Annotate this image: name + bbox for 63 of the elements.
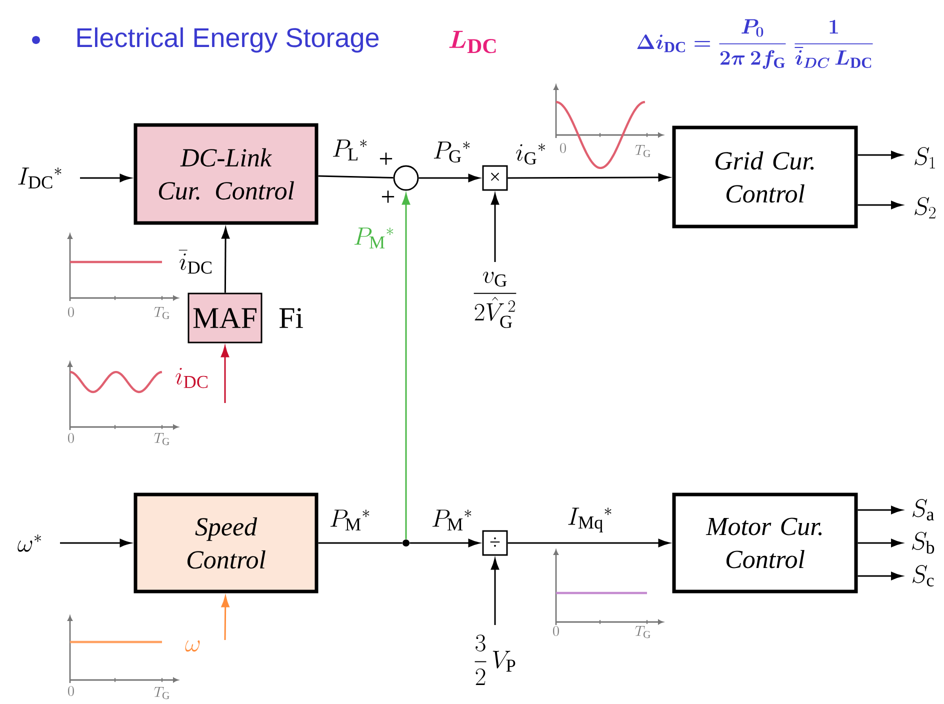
sign-label: +: [380, 152, 392, 165]
signal-label: $P_{\mathrm{L}}{}^{*}$: [332, 140, 367, 160]
arrow: [858, 572, 902, 580]
arrow: [410, 538, 480, 548]
signal-label: $I_{\mathrm{DC}}{}^{*}$: [18, 168, 62, 188]
arrow: [60, 538, 131, 548]
arrow: [508, 538, 670, 548]
control-block: Grid Cur. Control: [672, 126, 858, 228]
axis-tick-label: $T_{\mathrm{G}}$: [154, 307, 170, 320]
arrow: [858, 150, 902, 160]
arrow: [508, 173, 670, 182]
summing-junction: [393, 165, 419, 191]
title-symbol: $L_{\mathrm{DC}}$: [449, 30, 496, 54]
operator-block: ÷: [482, 530, 508, 556]
sign-label: +: [382, 190, 394, 203]
signal-label: $S_{\mathrm{c}}$: [912, 565, 934, 586]
block-annotation: Fi: [279, 308, 303, 328]
arrow: [858, 538, 902, 548]
signal-label: $\dfrac{v_{\mathrm{G}}}{2\hat{V}_{\mathrm{G}}^{\,2}}$: [474, 272, 516, 328]
signal-label: $i_{\mathrm{DC}}$: [176, 368, 208, 388]
control-block: Speed Control: [134, 492, 318, 594]
axis-tick-label: $T_{\mathrm{G}}$: [154, 687, 170, 700]
signal-label: $P_{\mathrm{M}}{}^{*}$: [354, 228, 394, 248]
axis-tick-label: $0$: [68, 307, 74, 317]
arrow: [858, 506, 902, 514]
signal-label: $S_1$: [914, 147, 935, 168]
title: Electrical Energy Storage: [77, 27, 379, 53]
filter-block: MAF: [188, 292, 262, 344]
signal-label: $i_{\mathrm{G}}{}^{*}$: [516, 144, 545, 164]
connector-line: [318, 542, 402, 544]
arrow: [418, 174, 480, 182]
control-block: DC-Link Cur. Control: [134, 123, 318, 225]
control-block: Motor Cur. Control: [672, 492, 858, 594]
axis-tick-label: $T_{\mathrm{G}}$: [154, 433, 170, 446]
operator-block: ×: [482, 165, 508, 191]
axis-tick-label: $0$: [553, 626, 559, 636]
axis-tick-label: $0$: [68, 686, 74, 696]
arrow: [80, 174, 131, 182]
connector-line: [318, 175, 394, 178]
signal-label: $P_{\mathrm{M}}{}^{*}$: [432, 510, 472, 530]
arrow: [221, 596, 230, 640]
signal-label: $\omega^{*}$: [18, 534, 41, 552]
formula: $\Delta i_{\mathrm{DC}}= \frac{P_0}{2\pi\, 2f_{\mathrm{G}}}\;\frac{1}{\bar{i}_{DC}\, L_{\mathrm{DC}}}$: [637, 19, 873, 69]
signal-label: $\dfrac{3}{2}\,V_{\mathrm{P}}$: [474, 634, 516, 685]
arrow: [858, 200, 902, 210]
signal-label: $S_{\mathrm{b}}$: [912, 532, 934, 554]
axis-tick-label: $T_{\mathrm{G}}$: [635, 626, 650, 638]
arrow: [402, 194, 410, 540]
axis-tick-label: $T_{\mathrm{G}}$: [635, 145, 650, 158]
signal-label: $\bar{i}_{\mathrm{DC}}$: [178, 250, 212, 274]
axis-tick-label: $0$: [560, 143, 566, 153]
arrow: [220, 346, 230, 403]
junction-dot: [402, 540, 410, 546]
signal-label: $P_{\mathrm{M}}{}^{*}$: [330, 510, 370, 530]
signal-label: $P_{\mathrm{G}}{}^{*}$: [434, 142, 470, 162]
arrow: [222, 228, 230, 293]
signal-label: $I_{\mathrm{Mq}}{}^{*}$: [568, 508, 612, 532]
signal-label: $\omega$: [185, 640, 200, 652]
signal-label: $S_2$: [914, 197, 936, 218]
arrow: [490, 558, 500, 625]
axis-tick-label: $0$: [68, 433, 74, 443]
signal-label: $S_{\mathrm{a}}$: [912, 499, 934, 520]
arrow: [490, 194, 500, 262]
